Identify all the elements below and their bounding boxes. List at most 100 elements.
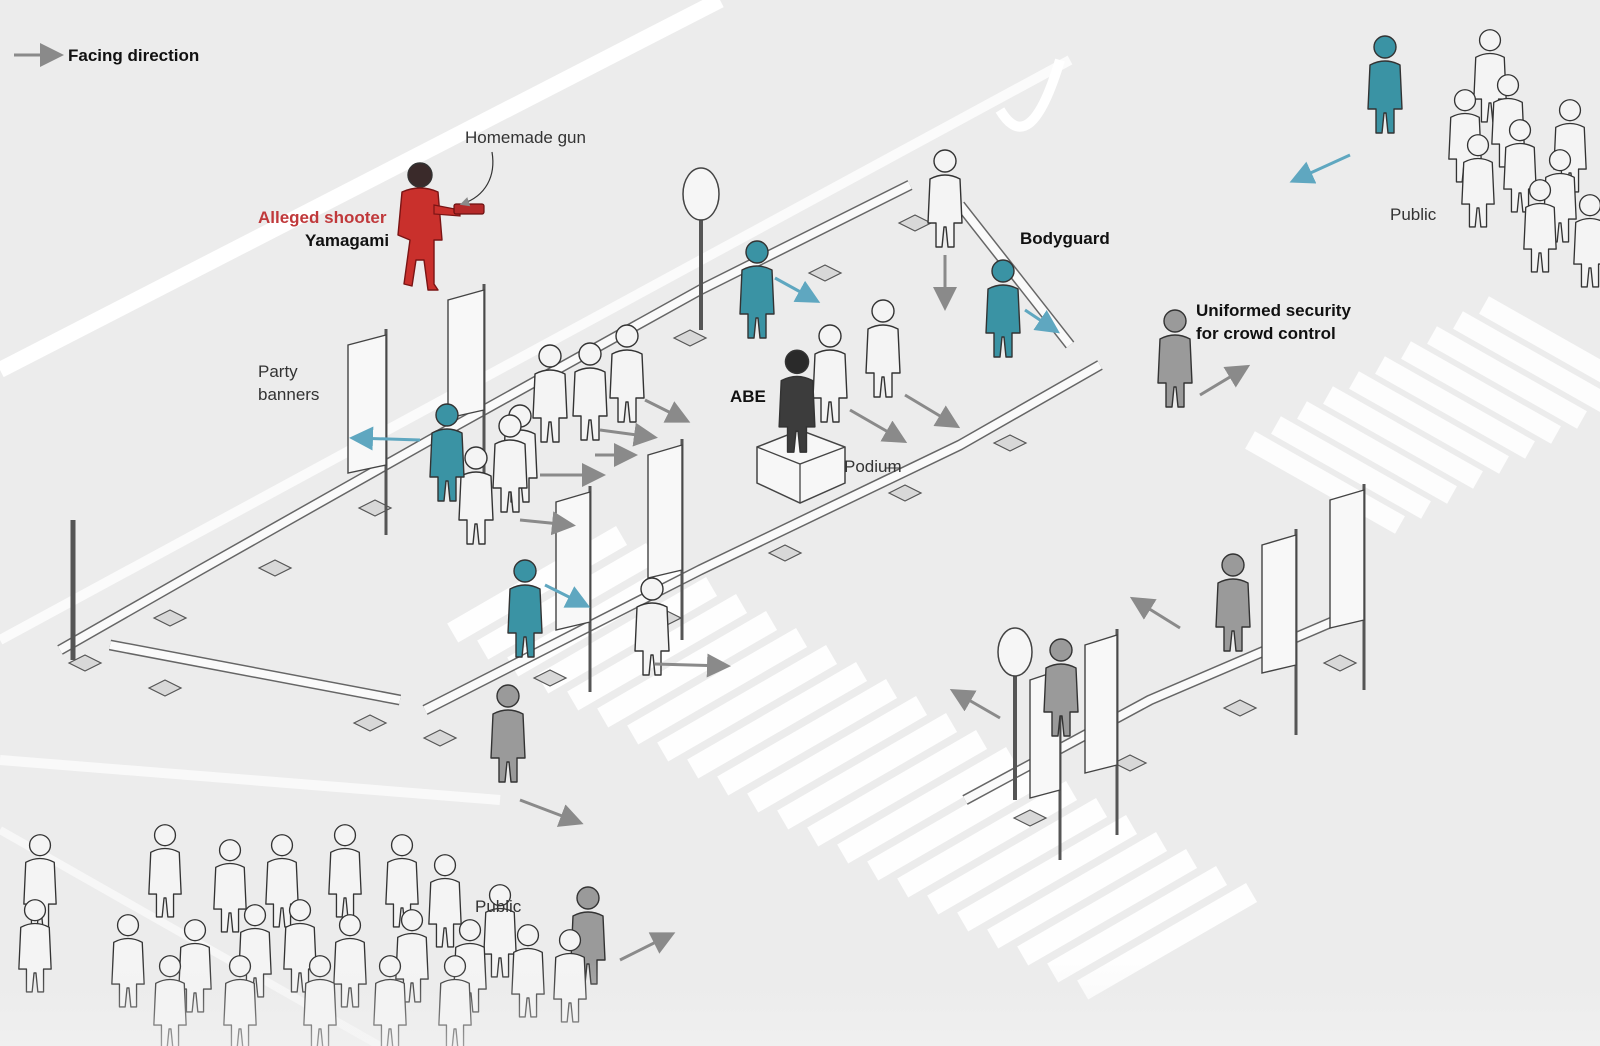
road-curve-line bbox=[995, 58, 1065, 132]
person-figure-icon bbox=[492, 414, 528, 513]
facing-direction-arrow-icon bbox=[544, 583, 591, 608]
label-uniformed-security-2: for crowd control bbox=[1196, 324, 1336, 343]
person-figure-icon bbox=[532, 344, 568, 443]
crosswalk-stripe bbox=[1453, 311, 1600, 412]
facing-direction-arrow-icon bbox=[519, 511, 576, 536]
fence-barriers bbox=[57, 167, 1366, 860]
facing-direction-arrow-icon bbox=[949, 688, 1001, 720]
bodyguard-figure-icon bbox=[1367, 35, 1403, 134]
party-banner bbox=[447, 289, 485, 419]
person-figure-icon bbox=[812, 324, 848, 423]
public-figure-icon bbox=[1573, 194, 1600, 288]
fence-front-left-rail-face bbox=[109, 641, 401, 704]
crosswalk-stripe bbox=[927, 797, 1108, 915]
facing-direction-arrow-icon bbox=[904, 393, 961, 429]
barrier-base-block bbox=[422, 729, 458, 747]
crosswalk-stripe bbox=[777, 712, 958, 830]
homemade-gun-icon bbox=[453, 203, 485, 215]
barrier-base-block bbox=[887, 484, 923, 502]
crosswalk-stripe bbox=[747, 695, 928, 813]
legend-facing-direction: Facing direction bbox=[68, 46, 200, 65]
crosswalk-stripe bbox=[1017, 848, 1198, 966]
party-banner bbox=[1261, 534, 1297, 674]
public-figure-icon bbox=[1461, 134, 1495, 228]
public-figure-icon bbox=[328, 824, 362, 918]
barrier-base-block bbox=[152, 609, 188, 627]
label-bodyguard: Bodyguard bbox=[1020, 229, 1110, 248]
crosswalk-stripe bbox=[807, 729, 988, 847]
road-lane-line bbox=[0, 755, 501, 805]
uniformed-security-figure-icon bbox=[490, 684, 526, 783]
label-podium: Podium bbox=[844, 457, 902, 476]
fence-front-rail-face bbox=[423, 361, 1102, 714]
label-abe: ABE bbox=[730, 387, 766, 406]
barrier-base-block bbox=[767, 544, 803, 562]
crosswalk-stripe bbox=[897, 780, 1078, 898]
crosswalk-stripe bbox=[1349, 371, 1509, 474]
podium-edges bbox=[756, 446, 846, 503]
label-public-bottom: Public bbox=[475, 897, 522, 916]
homemade-gun-leader-line bbox=[459, 151, 494, 207]
crosswalk-stripe bbox=[1245, 431, 1405, 534]
barrier-base-block bbox=[257, 559, 293, 577]
crosswalk-stripe bbox=[1427, 326, 1587, 429]
public-figure-icon bbox=[213, 839, 247, 933]
crosswalk-stripe bbox=[1297, 401, 1457, 504]
fence-back-rail-face bbox=[58, 181, 912, 654]
facing-direction-arrow-icon bbox=[519, 798, 584, 827]
public-figure-icon bbox=[428, 854, 462, 948]
road-lane-line bbox=[0, 0, 724, 378]
barrier-base-block bbox=[67, 654, 103, 672]
person-figure-icon bbox=[927, 149, 963, 248]
person-figure-icon bbox=[572, 342, 608, 441]
round-sign bbox=[997, 627, 1033, 677]
party-banner bbox=[647, 444, 683, 579]
crosswalk-stripe bbox=[1401, 341, 1561, 444]
direction-arrows bbox=[349, 153, 1351, 962]
crosswalk-stripe bbox=[957, 814, 1138, 932]
label-party-banners-1: Party bbox=[258, 362, 298, 381]
facing-direction-arrow-icon bbox=[619, 932, 676, 962]
facing-direction-arrow-icon bbox=[774, 276, 821, 303]
person-figure-icon bbox=[609, 324, 645, 423]
barrier-base-block bbox=[672, 329, 708, 347]
person-figure-icon bbox=[865, 299, 901, 398]
barrier-base-block bbox=[352, 714, 388, 732]
label-party-banners-2: banners bbox=[258, 385, 320, 404]
crosswalk-stripe bbox=[837, 746, 1018, 864]
bodyguard-figure-icon bbox=[507, 559, 543, 658]
uniformed-security-figure-icon bbox=[1215, 553, 1251, 652]
party-banner bbox=[1329, 489, 1365, 629]
barrier-base-block bbox=[147, 679, 183, 697]
barrier-base-block bbox=[897, 214, 933, 232]
label-homemade-gun: Homemade gun bbox=[465, 128, 586, 147]
label-shooter-name: Yamagami bbox=[305, 231, 390, 250]
party-banner bbox=[555, 491, 591, 631]
facing-direction-arrow-icon bbox=[1024, 308, 1060, 334]
crosswalk-stripe bbox=[687, 661, 868, 779]
round-sign bbox=[682, 167, 720, 221]
barrier-base-block bbox=[1222, 699, 1258, 717]
facing-direction-arrow-icon bbox=[1199, 364, 1251, 397]
public-figure-icon bbox=[1523, 179, 1557, 273]
public-figure-icon bbox=[1503, 119, 1537, 213]
crosswalk-stripe bbox=[987, 831, 1168, 949]
crosswalk-stripe bbox=[627, 627, 808, 745]
barrier-base-block bbox=[1112, 754, 1148, 772]
bodyguard-figure-icon bbox=[429, 403, 465, 502]
crosswalk-stripe bbox=[1047, 865, 1228, 983]
party-banner bbox=[1084, 634, 1118, 774]
barrier-base-block bbox=[992, 434, 1028, 452]
bodyguard-figure-icon bbox=[739, 240, 775, 339]
facing-direction-arrow-icon bbox=[1289, 153, 1351, 184]
facing-direction-arrow-icon bbox=[654, 653, 731, 678]
alleged-shooter-figure-icon bbox=[397, 162, 485, 291]
uniformed-security-figure-icon bbox=[1157, 309, 1193, 408]
crosswalk-stripe bbox=[717, 678, 898, 796]
person-figure-icon bbox=[634, 577, 670, 676]
barrier-base-block bbox=[807, 264, 843, 282]
label-public-right: Public bbox=[1390, 205, 1437, 224]
barrier-base-block bbox=[1012, 809, 1048, 827]
